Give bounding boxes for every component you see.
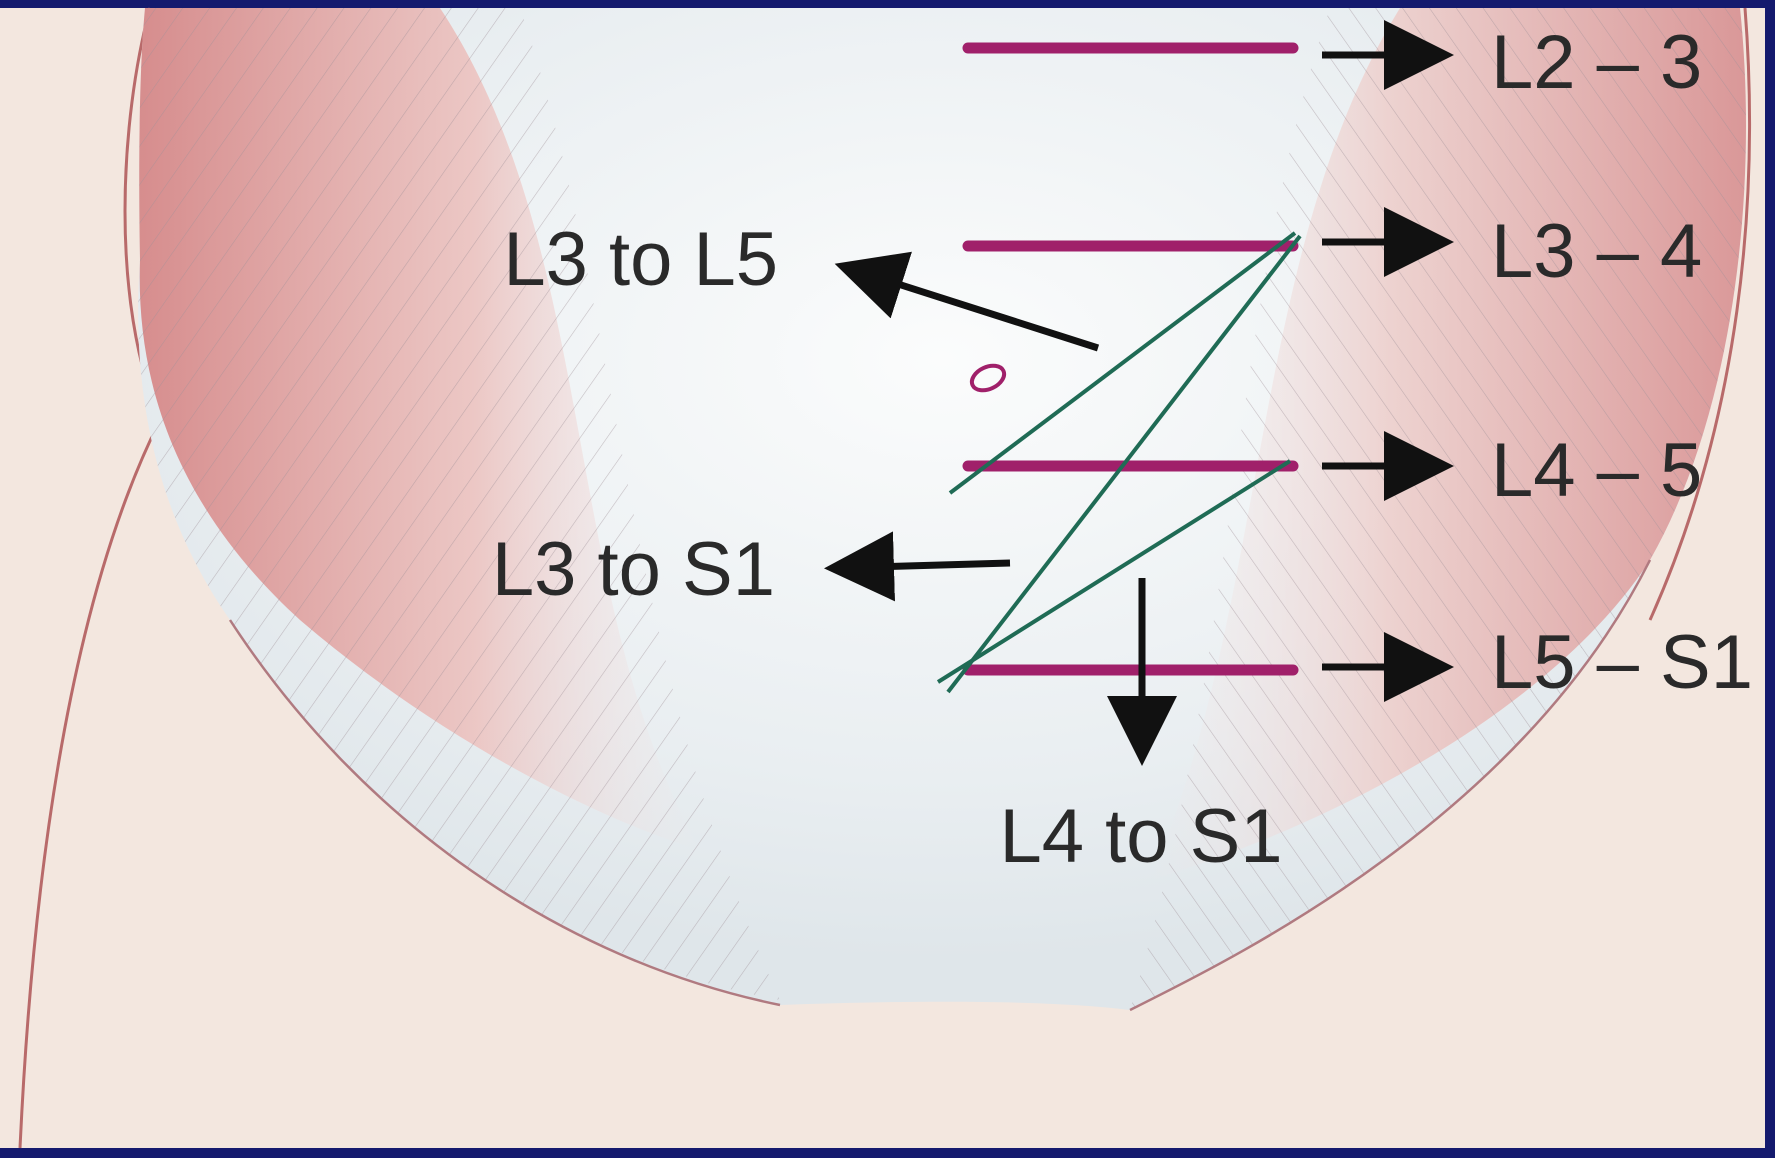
label-l3-to-s1: L3 to S1 bbox=[492, 527, 775, 612]
label-l4-5: L4 – 5 bbox=[1491, 428, 1702, 513]
label-l2-3: L2 – 3 bbox=[1491, 20, 1702, 105]
arrow-l3-to-s1 bbox=[838, 563, 1010, 568]
label-l3-to-l5: L3 to L5 bbox=[503, 217, 778, 302]
label-l3-4: L3 – 4 bbox=[1491, 209, 1702, 294]
label-l5-s1: L5 – S1 bbox=[1491, 620, 1753, 705]
label-l4-to-s1: L4 to S1 bbox=[999, 794, 1282, 879]
